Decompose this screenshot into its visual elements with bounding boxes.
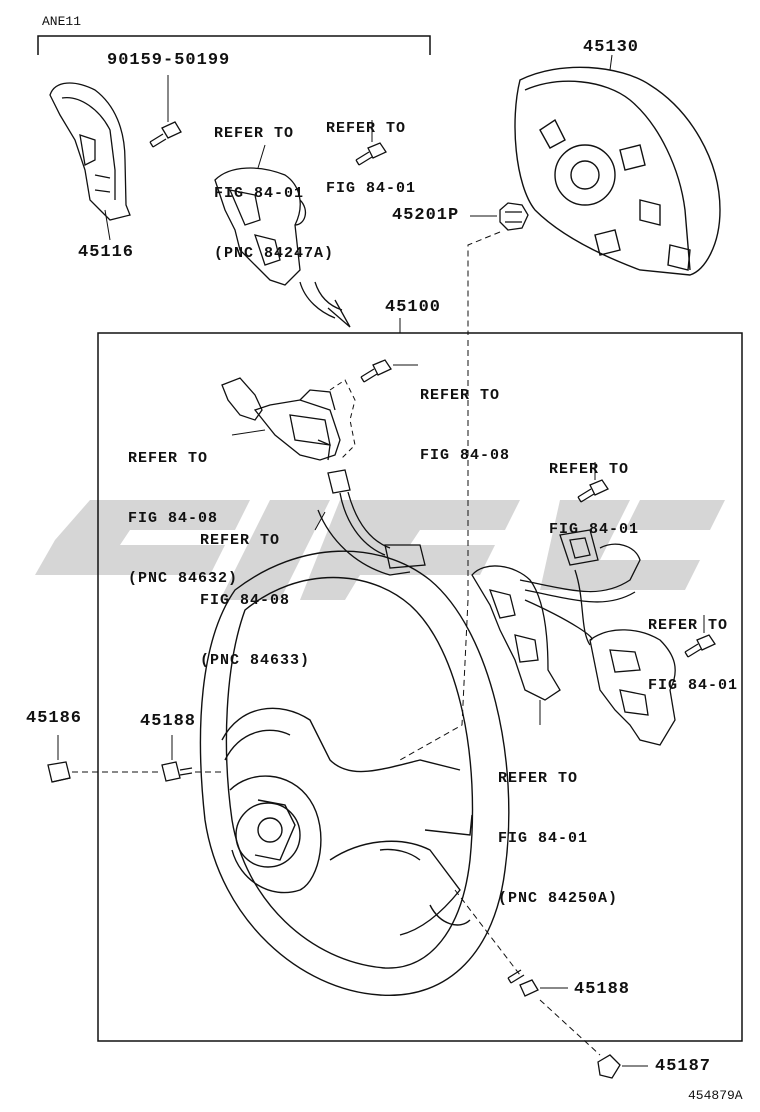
ref-line: REFER TO — [420, 387, 501, 404]
refer-fig-84-08-pnc-84633[interactable]: REFER TO FIG 84-08 (PNC 84633) — [200, 491, 310, 691]
switch-84250a-drawing — [471, 565, 561, 725]
ref-line: FIG 84-01 — [498, 830, 589, 847]
assembly-arrow — [299, 281, 351, 328]
ref-line: FIG 84-08 — [420, 447, 511, 464]
airbag-45130-drawing — [514, 54, 721, 276]
refer-fig-84-01-pnc-84250a[interactable]: REFER TO FIG 84-01 (PNC 84250A) — [498, 729, 618, 929]
ref-line: FIG 84-01 — [648, 677, 739, 694]
switch-84632-drawing — [221, 377, 341, 461]
ref-line: REFER TO — [549, 461, 630, 478]
part-number-90159-50199[interactable]: 90159-50199 — [107, 51, 231, 70]
part-number-45130[interactable]: 45130 — [583, 38, 640, 57]
ref-line: (PNC 84250A) — [498, 890, 619, 907]
guide-dash-45187 — [454, 889, 601, 1056]
bolt-90159-drawing — [149, 75, 182, 148]
guide-dash-45201p — [399, 231, 501, 761]
ref-line: (PNC 84633) — [200, 652, 311, 669]
ref-line: REFER TO — [498, 770, 579, 787]
screw-84632-drawing — [360, 359, 418, 383]
refer-fig-84-01-right-screw[interactable]: REFER TO FIG 84-01 — [549, 420, 639, 560]
ref-line: FIG 84-08 — [128, 510, 219, 527]
screw-45188-left-drawing — [161, 735, 193, 782]
switch-right-far-drawing — [589, 629, 676, 746]
harness-84633-drawing — [317, 469, 426, 576]
switch-84247a-drawing — [214, 167, 307, 286]
screw-45188-bottom-drawing — [507, 969, 568, 997]
ref-line: FIG 84-01 — [549, 521, 640, 538]
ref-line: FIG 84-01 — [214, 185, 305, 202]
ref-line: REFER TO — [648, 617, 729, 634]
illustration-id: 454879A — [688, 1088, 743, 1103]
refer-fig-84-08-screw[interactable]: REFER TO FIG 84-08 — [420, 346, 510, 486]
ref-line: REFER TO — [214, 125, 295, 142]
cap-45187-drawing — [597, 1054, 648, 1079]
part-number-45187[interactable]: 45187 — [655, 1057, 712, 1076]
refer-fig-84-01-screw[interactable]: REFER TO FIG 84-01 — [326, 79, 416, 219]
part-number-45188-bottom[interactable]: 45188 — [574, 980, 631, 999]
cap-45186-drawing — [47, 735, 71, 783]
part-number-45201p[interactable]: 45201P — [392, 206, 460, 225]
ref-line: FIG 84-08 — [200, 592, 291, 609]
refer-fig-84-08-pnc-84632[interactable]: REFER TO FIG 84-08 (PNC 84632) — [128, 409, 238, 609]
assembly-frame — [97, 332, 743, 1042]
watermark-logo — [35, 500, 725, 600]
refer-fig-84-01-far-right[interactable]: REFER TO FIG 84-01 — [648, 576, 738, 716]
ref-line: (PNC 84632) — [128, 570, 239, 587]
guide-dash-84632 — [329, 379, 356, 461]
cover-45116-drawing — [49, 82, 131, 241]
screw-ref2-drawing — [355, 120, 387, 166]
part-number-45100[interactable]: 45100 — [385, 298, 442, 317]
part-number-45188-left[interactable]: 45188 — [140, 712, 197, 731]
part-number-45186[interactable]: 45186 — [26, 709, 83, 728]
refer-fig-84-01-pnc-84247a[interactable]: REFER TO FIG 84-01 (PNC 84247A) — [214, 84, 334, 284]
leader-lines — [231, 144, 401, 531]
ref-line: REFER TO — [128, 450, 209, 467]
variant-bracket — [37, 35, 431, 55]
ref-line: REFER TO — [200, 532, 281, 549]
part-number-45116[interactable]: 45116 — [78, 243, 135, 262]
steering-wheel-drawing — [199, 550, 510, 996]
ref-line: (PNC 84247A) — [214, 245, 335, 262]
ref-line: FIG 84-01 — [326, 180, 417, 197]
ref-line: REFER TO — [326, 120, 407, 137]
variant-code: ANE11 — [42, 14, 82, 29]
screw-ref7-drawing — [684, 615, 716, 658]
nut-45201p-drawing — [470, 202, 529, 231]
screw-ref6-drawing — [577, 462, 609, 503]
